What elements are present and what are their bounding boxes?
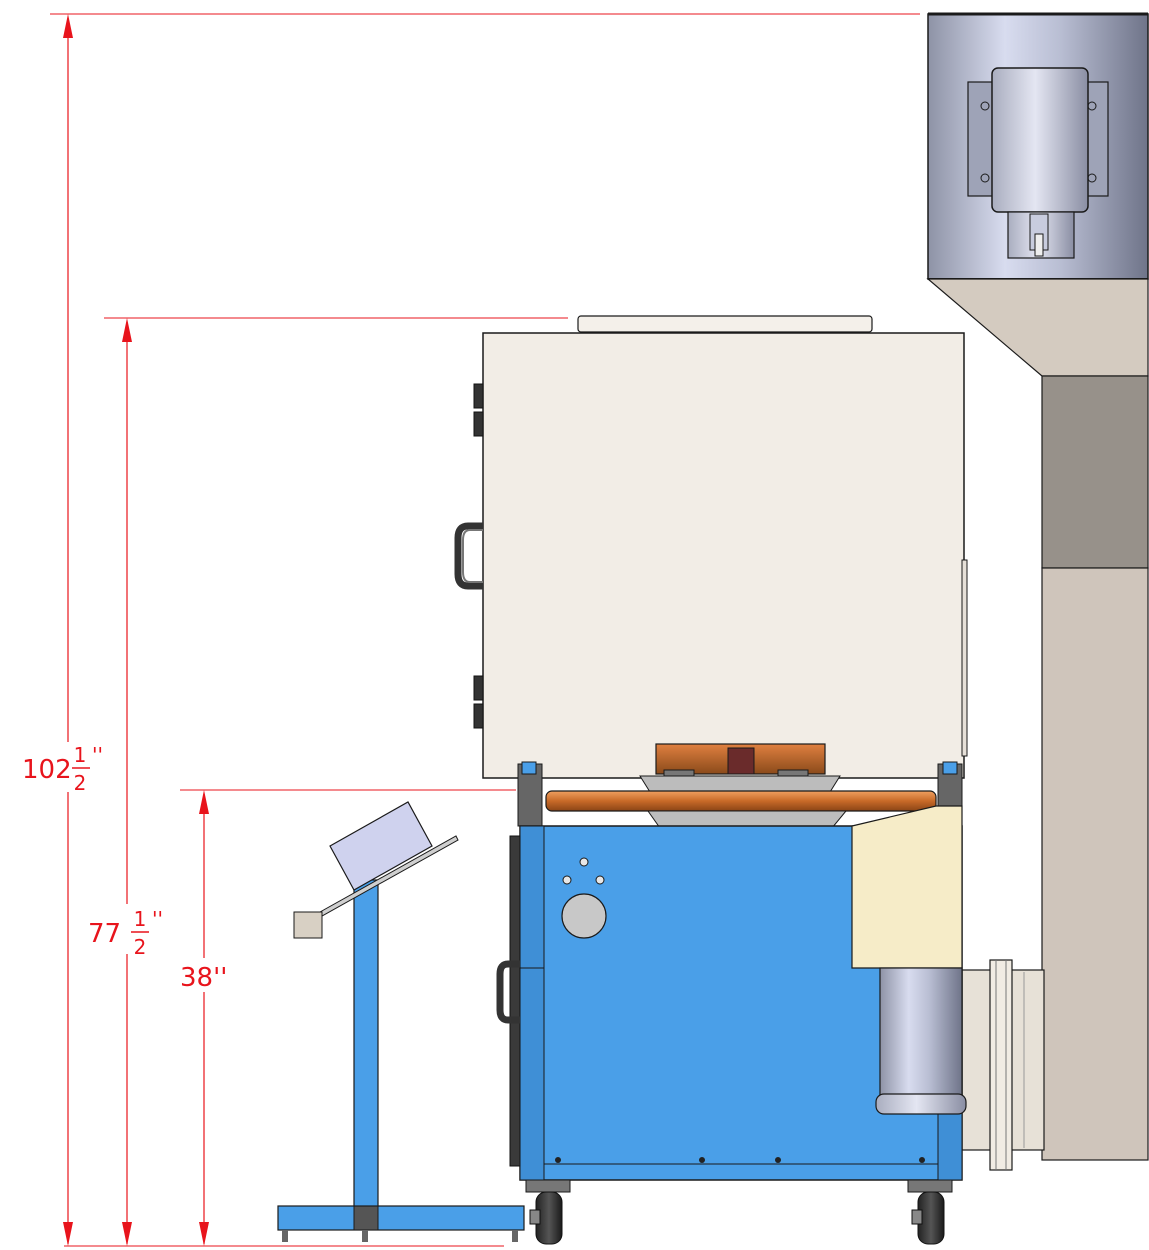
overall-height-unit: '' <box>92 743 103 767</box>
exhaust-fan-motor <box>927 12 1149 280</box>
cabinet-height-unit: '' <box>152 907 163 931</box>
dimension-overall-height <box>20 13 920 1246</box>
label-overall-height: 102 1 2 '' <box>22 743 103 795</box>
dust-collector-cylinder <box>875 967 967 1115</box>
duct-connector <box>961 959 1045 1171</box>
dimension-cabinet-height <box>84 317 568 1246</box>
overall-height-whole: 102 <box>22 755 72 785</box>
control-pedestal <box>277 801 525 1242</box>
exhaust-hood <box>926 278 1149 1161</box>
dimension-base-height <box>176 789 516 1246</box>
base-height-label: 38'' <box>180 963 227 993</box>
cabinet-height-denominator: 2 <box>134 935 147 959</box>
overall-height-numerator: 1 <box>74 743 87 767</box>
cabinet-height-whole: 77 <box>88 919 121 949</box>
cabinet-height-numerator: 1 <box>134 907 147 931</box>
upper-cabinet <box>454 315 968 779</box>
wood-carriage <box>639 743 841 793</box>
casters <box>525 1179 953 1245</box>
label-cabinet-height: 77 1 2 '' <box>88 907 163 959</box>
cream-side-panel <box>851 805 963 969</box>
overall-height-denominator: 2 <box>74 771 87 795</box>
